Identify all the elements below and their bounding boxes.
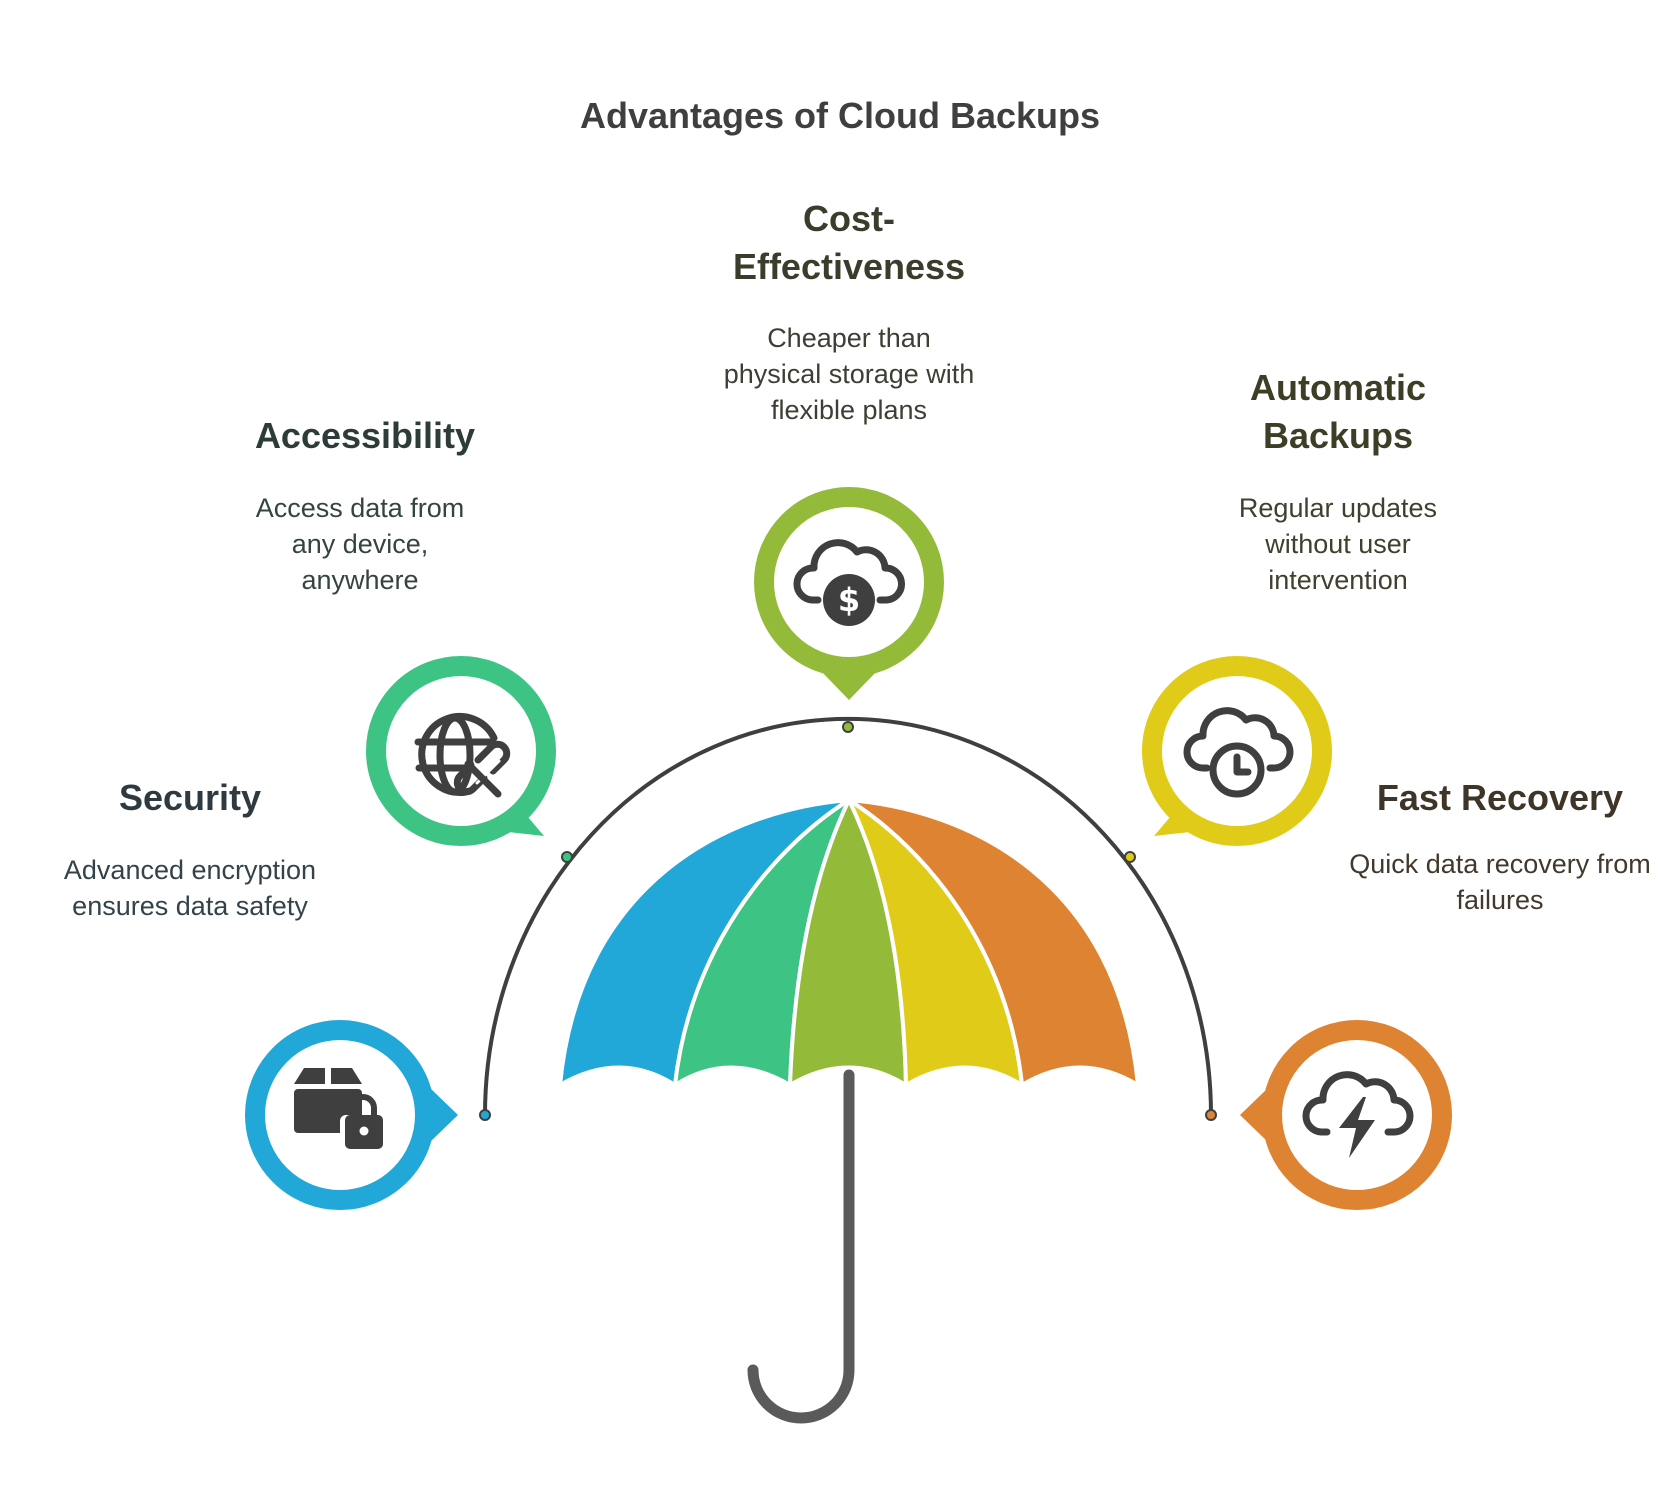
arc-dot-accessibility	[561, 851, 573, 863]
fast-description: Quick data recovery from failures	[1349, 849, 1651, 915]
accessibility-title: Accessibility	[254, 415, 476, 456]
fast-badge-pointer	[1240, 1088, 1268, 1142]
security-description: Advanced encryption ensures data safety	[63, 855, 317, 921]
automatic-badge-ring	[1142, 656, 1332, 846]
automatic-title-text: Automatic Backups	[1249, 367, 1426, 456]
cloud-lightning-icon	[1302, 1071, 1414, 1158]
fast-badge	[1240, 1020, 1452, 1210]
automatic-badge	[1142, 656, 1332, 846]
canopy-panel-fast	[847, 798, 1140, 1087]
cloud-clock-icon	[1183, 707, 1294, 798]
arc-dot-security	[479, 1109, 491, 1121]
cost-title-text: Cost- Effectiveness	[732, 198, 966, 287]
globe-link-icon	[414, 713, 511, 798]
security-badge	[245, 1020, 458, 1210]
accessibility-badge-ring	[366, 656, 556, 846]
security-badge-pointer	[430, 1088, 458, 1142]
accessibility-description: Access data from any device, anywhere	[255, 493, 465, 595]
svg-text:$: $	[838, 581, 860, 619]
accessibility-badge	[366, 656, 556, 846]
arc-dot-fast	[1205, 1109, 1217, 1121]
fast-title: Fast Recovery	[1376, 777, 1624, 818]
automatic-description: Regular updates without user interventio…	[1238, 493, 1438, 595]
cost-description: Cheaper than physical storage with flexi…	[723, 323, 975, 425]
umbrella-canopy	[558, 798, 1140, 1087]
cost-badge: $	[754, 487, 944, 700]
page-title: Advantages of Cloud Backups	[579, 95, 1101, 136]
arc-dot-cost	[842, 721, 854, 733]
umbrella-handle	[747, 1069, 855, 1424]
arc-dot-automatic	[1124, 851, 1136, 863]
security-title: Security	[118, 777, 262, 818]
outer-arc	[483, 716, 1213, 1116]
automatic-title: Automatic Backups	[1188, 364, 1488, 460]
cost-title: Cost- Effectiveness	[700, 195, 998, 291]
cost-badge-pointer	[820, 670, 878, 700]
cloud-dollar-icon: $	[793, 539, 905, 626]
package-lock-icon	[294, 1068, 386, 1153]
